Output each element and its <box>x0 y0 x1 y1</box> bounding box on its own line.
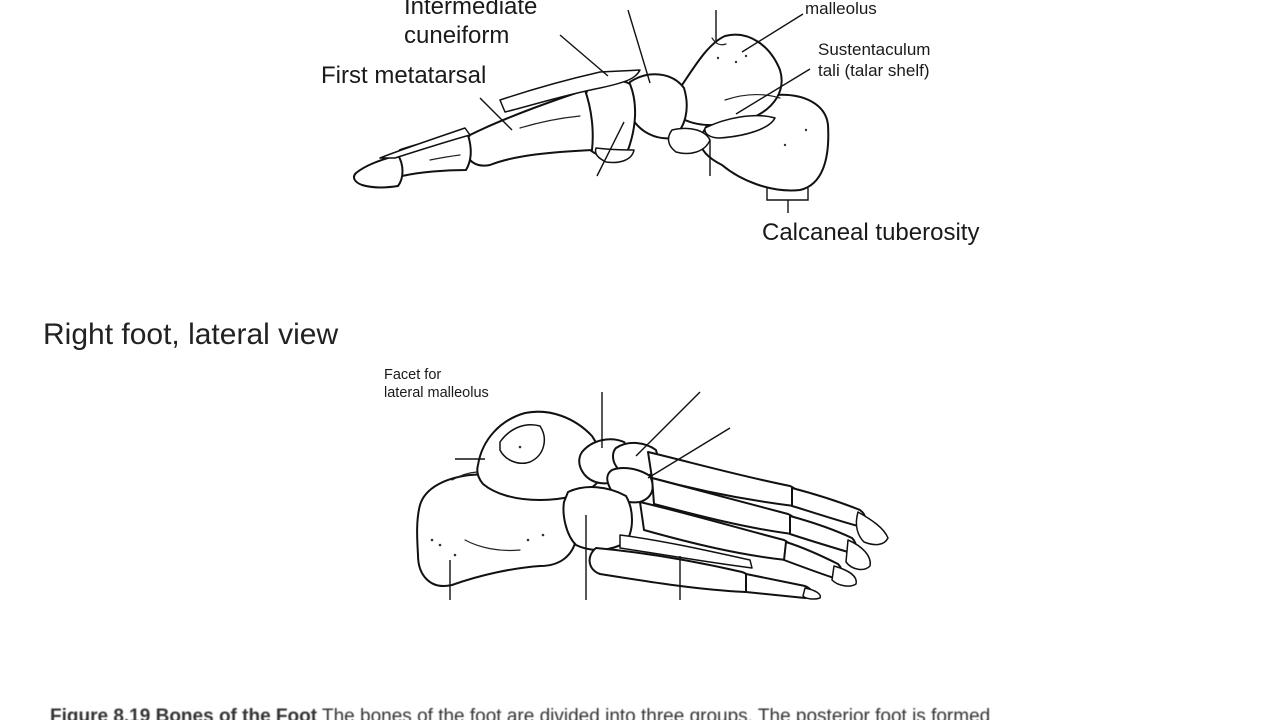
label-facet-line1: Facet for <box>384 367 441 383</box>
first-distal-phalanx-bone <box>354 155 403 187</box>
lateral-view-foot-drawing <box>417 392 888 600</box>
label-intermediate-cuneiform-line1: Intermediate <box>404 0 537 21</box>
toe-tip-3-shape <box>832 566 856 586</box>
figure-caption-title: Figure 8.19 Bones of the Foot <box>50 706 317 720</box>
label-calcaneal-tuberosity: Calcaneal tuberosity <box>762 220 979 247</box>
toe-tip-1-shape <box>856 512 888 545</box>
section-title-lateral-view: Right foot, lateral view <box>43 318 338 352</box>
figure-caption-text: The bones of the foot are divided into t… <box>317 706 990 720</box>
label-sustentaculum-line2: tali (talar shelf) <box>818 61 929 80</box>
phalanx-5-bone <box>746 574 812 598</box>
label-facet-line2: lateral malleolus <box>384 385 489 401</box>
intermediate-cuneiform-leader <box>560 35 608 76</box>
intermediate-cuneiform-lateral-leader <box>636 392 700 456</box>
toe-tip-5-shape <box>803 588 820 599</box>
label-sustentaculum-line1: Sustentaculum <box>818 40 930 59</box>
calcaneal-tuberosity-bracket <box>767 188 808 213</box>
talus-bone <box>672 35 782 125</box>
toe-tip-2-shape <box>846 540 870 569</box>
cuneiform-lower-shape <box>595 148 634 163</box>
malleolus-leader <box>742 14 803 52</box>
label-malleolus: malleolus <box>805 0 877 18</box>
figure-caption: Figure 8.19 Bones of the Foot The bones … <box>50 706 990 720</box>
label-first-metatarsal: First metatarsal <box>321 63 486 90</box>
label-intermediate-cuneiform-line2: cuneiform <box>404 23 509 50</box>
